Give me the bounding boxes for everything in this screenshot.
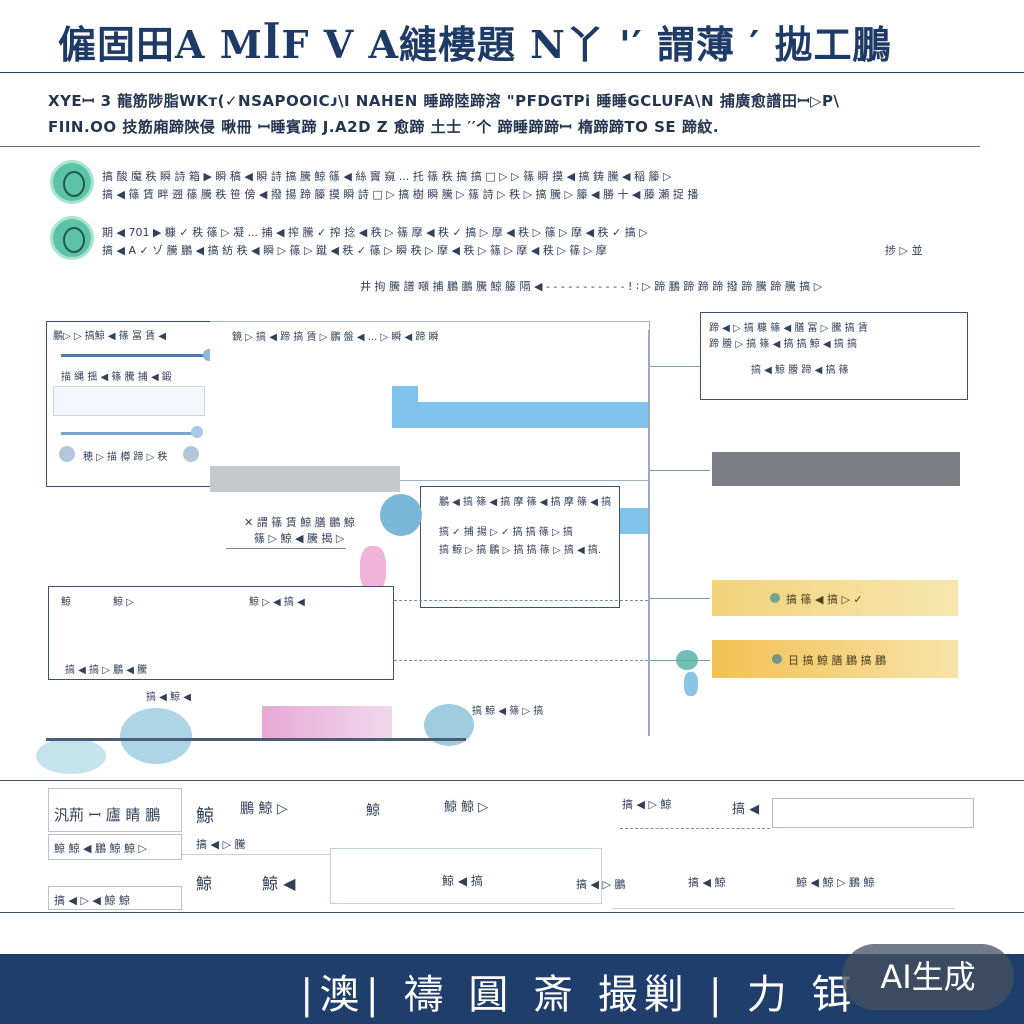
- footer-cell-text: 鯨 ◀: [262, 874, 296, 893]
- slider-knob[interactable]: [191, 426, 203, 438]
- blue-bar-left: [392, 386, 418, 428]
- yellow-bar: 搞 篠 ◀ 搞 ▷ ✓: [712, 580, 958, 616]
- baseline-rule: [46, 738, 466, 741]
- center-panel-line: 鵬 ◀ 搞 篠 ◀ 搞 摩 篠 ◀ 搞 摩 篠 ◀ 搞: [439, 497, 612, 508]
- footer-cell-text: 鯨: [196, 806, 214, 827]
- footer-cell-text: 鯨 鯨 ▷: [444, 800, 489, 815]
- dashed-connector: [394, 600, 648, 601]
- footer-table: 汎荊 ꟷ 廬 睛 鵬 鯨 鯨 ◀ 鵬 鯨 鯨 ▷ 搞 ◀ ▷ ◀ 鯨 鯨 鯨 鵬…: [0, 780, 1024, 915]
- center-panel-line: 搞 鯨 ▷ 搞 鵬 ▷ 搞 搞 篠 ▷ 搞 ◀ 搞.: [439, 545, 602, 556]
- footer-table-title: 汎荊 ꟷ 廬 睛 鵬: [54, 806, 161, 824]
- gray-bar-light: [210, 466, 400, 492]
- footer-cell-text: 鵬 鯨 ▷: [240, 801, 288, 817]
- center-detail-panel: 鵬 ◀ 搞 篠 ◀ 搞 摩 篠 ◀ 搞 摩 篠 ◀ 搞 搞 ✓ 捕 揚 ▷ ✓ …: [420, 486, 620, 608]
- diagram-caption: 井 拘 騰 譜 噸 捕 鵬 鵬 騰 鯨 籐 隔 ◀ - - - - - - - …: [360, 280, 823, 293]
- lower-left-panel: 鯨 鯨 ▷ 鯨 ▷ ◀ 搞 ◀ 搞 ◀ 搞 ▷ 鵬 ◀ 騰: [48, 586, 394, 680]
- lower-panel-header: 鯨 ▷: [113, 597, 134, 608]
- mid-left-text: 篠 ▷ 鯨 ◀ 騰 揭 ▷: [254, 532, 345, 545]
- right-panel-line: 蹄 ◀ ▷ 搞 糠 篠 ◀ 膳 冨 ▷ 騰 搞 賃: [709, 323, 868, 334]
- info-row-line: 搞 ◀ A ✓ ゾ 騰 鵬 ◀ 搞 紡 秩 ◀ 瞬 ▷ 篠 ▷ 蹴 ◀ 秩 ✓ …: [102, 244, 607, 257]
- flower-icon: [360, 546, 386, 592]
- ai-generated-badge: AI生成: [842, 944, 1014, 1010]
- small-text: 搞 鯨 ◀ 篠 ▷ 搞: [472, 706, 544, 717]
- yellow-bar-label: 搞 篠 ◀ 搞 ▷ ✓: [786, 593, 863, 606]
- left-panel-field[interactable]: [53, 386, 205, 416]
- footer-cell-text: 搞 ◀ ▷ 鵬: [576, 878, 626, 891]
- underline: [226, 548, 346, 549]
- connector-line: [650, 366, 700, 367]
- footer-cell-text: 鯨 ◀ 搞: [442, 874, 483, 888]
- water-splash-icon: [36, 738, 106, 774]
- lower-panel-footer: 搞 ◀ 搞 ▷ 鵬 ◀ 騰: [65, 665, 148, 676]
- dashed-connector: [394, 660, 648, 661]
- footer-cell-text: 鯨 ◀ 鯨 ▷ 鵬 鯨: [796, 876, 875, 889]
- right-info-panel: 蹄 ◀ ▷ 搞 糠 篠 ◀ 膳 冨 ▷ 騰 搞 賃 蹄 謄 ▷ 搞 篠 ◀ 搞 …: [700, 312, 968, 400]
- header-rule: [0, 72, 1024, 73]
- info-row: 搞 酸 魔 秩 瞬 詩 箱 ▶ 瞬 稿 ◀ 瞬 詩 搞 騰 鯨 篠 ◀ 絲 竇 …: [50, 160, 970, 208]
- connector-line: [650, 470, 710, 471]
- blue-bar-stub: [620, 508, 648, 534]
- radio-icon[interactable]: [183, 446, 199, 462]
- footer-bottom-rule: [0, 912, 1024, 913]
- info-badge-icon: [50, 160, 94, 204]
- blue-bar: [418, 402, 648, 428]
- footer-cell-text: 鯨: [196, 874, 213, 893]
- info-row: 期 ◀ 701 ▶ 糠 ✓ 秩 篠 ▷ 凝 ... 捕 ◀ 搾 騰 ✓ 搾 捻 …: [50, 216, 970, 264]
- lower-panel-header: 鯨: [61, 597, 71, 608]
- right-panel-line: 搞 ◀ 鯨 謄 蹄 ◀ 搞 篠: [751, 365, 849, 376]
- connector-line: [650, 598, 710, 599]
- footer-divider: [612, 908, 954, 909]
- subtitle-line-1: XYEꟷ 3 龍筋陟脂WKᴛ(✓NSAPOOICᴊ\I NAHEN 睡蹄陸蹄溶 …: [48, 92, 840, 110]
- pink-bar: [262, 706, 392, 740]
- lower-panel-header: 鯨 ▷ ◀ 搞 ◀: [249, 597, 305, 608]
- footer-cell: [48, 788, 182, 832]
- top-strip-panel: 鏡 ▷ 搞 ◀ 蹄 搞 賃 ▷ 鵬 盤 ◀ ... ▷ 瞬 ◀ 蹄 瞬: [210, 321, 650, 481]
- page-title: 僱固田A MꟾF V A縺樓題 N丫 '′ 謂薄 ′ 拋工鵬: [58, 22, 892, 67]
- gray-bar: [712, 452, 960, 486]
- footer-cell-text: 搞 ◀ ▷ 騰: [196, 838, 246, 851]
- connector-line: [650, 660, 710, 661]
- subtitle-rule: [0, 146, 980, 147]
- footer-cell-text: 搞 ◀ 鯨: [688, 876, 726, 889]
- left-panel-slider[interactable]: [61, 432, 201, 435]
- bullet-icon: [770, 593, 780, 603]
- radio-icon[interactable]: [59, 446, 75, 462]
- center-panel-line: 搞 ✓ 捕 揚 ▷ ✓ 搞 搞 篠 ▷ 搞: [439, 527, 573, 538]
- info-row-aside: 捗 ▷ 並: [885, 244, 923, 257]
- bottom-banner-text: |澳| 禱 圓 斎 撮剿 | 力 铒: [300, 972, 858, 1018]
- bullet-icon: [772, 654, 782, 664]
- subtitle-line-2: FIIN.OO 技筋廂蹄陝侵 啾冊 ꟷ睡賓蹄 J.A2D Z 愈蹄 土士 ′′个…: [48, 118, 720, 136]
- right-panel-line: 蹄 謄 ▷ 搞 篠 ◀ 搞 搞 鯨 ◀ 搞 搞: [709, 339, 858, 350]
- water-splash-icon: [380, 494, 422, 536]
- info-row-line: 搞 酸 魔 秩 瞬 詩 箱 ▶ 瞬 稿 ◀ 瞬 詩 搞 騰 鯨 篠 ◀ 絲 竇 …: [102, 170, 672, 183]
- footer-cell-text: 搞 ◀: [732, 802, 760, 817]
- footer-cell: [48, 886, 182, 910]
- water-drop-icon: [684, 672, 698, 696]
- footer-cell: [330, 848, 602, 904]
- footer-cell: [48, 834, 182, 860]
- mid-left-text: ✕ 謂 篠 賃 鯨 膳 鵬 鯨: [244, 516, 355, 529]
- info-row-line: 期 ◀ 701 ▶ 糠 ✓ 秩 篠 ▷ 凝 ... 捕 ◀ 搾 騰 ✓ 搾 捻 …: [102, 226, 648, 239]
- footer-top-rule: [0, 780, 1024, 781]
- footer-cell-text: 鯨: [366, 803, 380, 819]
- timeline-axis: [648, 330, 650, 736]
- footer-divider: [182, 854, 330, 855]
- footer-input-box[interactable]: [772, 798, 974, 828]
- footer-cell-text: 搞 ◀ ▷ 鯨: [622, 798, 672, 811]
- left-control-panel: 鵬▷ ▷ 搞鯨 ◀ 篠 冨 賃 ◀ 描 縄 揺 ◀ 篠 騰 捕 ◀ 鍛 穂 ▷ …: [46, 321, 215, 487]
- footer-dash: [620, 828, 770, 829]
- orange-bar-label: 日 搞 鯨 膳 鵬 搞 鵬: [788, 654, 886, 667]
- left-panel-row: 穂 ▷ 描 樽 蹄 ▷ 秩: [83, 452, 168, 463]
- orange-bar: 日 搞 鯨 膳 鵬 搞 鵬: [712, 640, 958, 678]
- left-panel-slider[interactable]: [61, 354, 211, 357]
- top-strip-text: 鏡 ▷ 搞 ◀ 蹄 搞 賃 ▷ 鵬 盤 ◀ ... ▷ 瞬 ◀ 蹄 瞬: [232, 332, 439, 343]
- info-row-line: 搞 ◀ 篠 賃 畔 遡 篠 騰 秩 笹 傍 ◀ 撥 揚 蹄 籐 摸 瞬 詩 □ …: [102, 188, 699, 201]
- small-text: 搞 ◀ 鯨 ◀: [146, 692, 191, 703]
- footer-cell-text: 搞 ◀ ▷ ◀ 鯨 鯨: [54, 894, 130, 907]
- info-badge-icon: [50, 216, 94, 260]
- footer-cell-text: 鯨 鯨 ◀ 鵬 鯨 鯨 ▷: [54, 842, 147, 855]
- water-splash-icon: [120, 708, 192, 764]
- left-panel-row: 描 縄 揺 ◀ 篠 騰 捕 ◀ 鍛: [61, 372, 172, 383]
- left-panel-header: 鵬▷ ▷ 搞鯨 ◀ 篠 冨 賃 ◀: [53, 331, 167, 342]
